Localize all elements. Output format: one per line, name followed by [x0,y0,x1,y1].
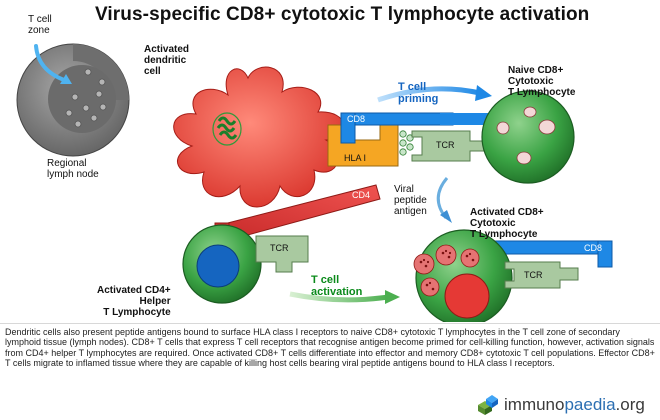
diagram-title: Virus-specific CD8+ cytotoxic T lymphocy… [95,4,590,25]
tcr-cd4-tag: TCR [270,243,289,253]
t-cell-activation-label: T cell activation [311,274,363,298]
cd4-tag: CD4 [352,190,371,200]
activated-dendritic-cell-label: Activated dendritic cell [144,44,190,77]
t-cell-priming-arrow [377,85,492,103]
brand-logo: immunopaedia.org [478,394,645,416]
activated-cd8-cell-graphic [413,229,513,322]
naive-cd8-cell-graphic [481,90,575,184]
regional-lymph-node-label: Regional lymph node [47,158,99,180]
tcr-right-tag: TCR [524,270,543,280]
diagram-artwork [16,43,613,322]
cd8-right-tag: CD8 [584,243,603,253]
cd4-helper-cell-graphic [182,224,262,304]
brand-part-3: .org [615,395,645,414]
down-arrow [436,177,452,223]
brand-wordmark[interactable]: immunopaedia.org [504,395,645,415]
t-cell-priming-label: T cell priming [398,81,439,105]
cytotoxic-granules [413,244,480,297]
hla-i-tag: HLA I [344,153,367,163]
brand-cubes-icon [478,395,498,415]
lymph-node-graphic [16,43,130,157]
activated-cd4-label: Activated CD4+ Helper T Lymphocyte [97,285,171,318]
t-cell-zone-label: T cell zone [28,14,52,36]
tcr-top-tag: TCR [436,140,455,150]
brand-part-2: paedia [564,395,616,414]
brand-part-1: immuno [504,395,565,414]
tcr-top-graphic [411,130,491,162]
viral-peptide-antigen-label: Viral peptide antigen [394,184,427,217]
caption-text: Dendritic cells also present peptide ant… [0,323,660,420]
cd8-top-graphic [340,112,490,144]
cd8-top-tag: CD8 [347,114,366,124]
tcr-right-graphic [504,261,579,289]
dendritic-cell-graphic [173,66,345,208]
tcr-cd4-graphic [255,235,309,273]
naive-cd8-label: Naive CD8+ Cytotoxic T Lymphocyte [508,65,576,98]
activated-cd8-label: Activated CD8+ Cytotoxic T Lymphocyte [470,207,544,240]
t-cell-activation-arrow [289,290,400,304]
